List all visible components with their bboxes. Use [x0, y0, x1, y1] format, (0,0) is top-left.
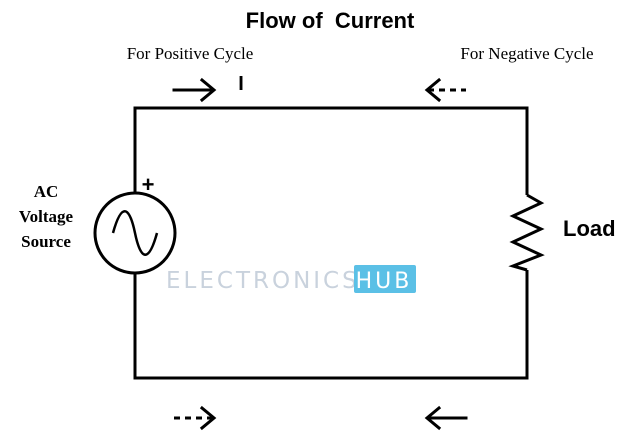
negative-cycle-label: For Negative Cycle — [460, 44, 593, 63]
negative-bottom-arrow — [424, 405, 468, 431]
watermark-text: ELECTRONICS — [166, 268, 360, 294]
watermark-logo: ELECTRONICS HUB — [166, 265, 416, 294]
watermark-badge — [354, 265, 416, 293]
positive-top-arrow — [172, 77, 217, 103]
positive-cycle-label: For Positive Cycle — [127, 44, 254, 63]
load-label: Load — [563, 216, 616, 241]
circuit-wire — [133, 106, 529, 380]
source-label: AC Voltage Source — [19, 182, 74, 251]
source-label-line: AC — [34, 182, 59, 201]
current-symbol: I — [238, 73, 244, 95]
ac-source-symbol — [93, 191, 177, 275]
source-label-line: Voltage — [19, 207, 74, 226]
negative-top-arrow — [424, 77, 466, 103]
positive-bottom-arrow — [174, 405, 217, 431]
sine-wave-icon — [111, 210, 159, 256]
watermark-badge-text: HUB — [356, 269, 413, 294]
source-label-line: Source — [21, 232, 71, 251]
diagram-title: Flow of Current — [246, 8, 415, 33]
load-resistor-symbol — [508, 193, 545, 272]
plus-sign: + — [142, 172, 155, 197]
